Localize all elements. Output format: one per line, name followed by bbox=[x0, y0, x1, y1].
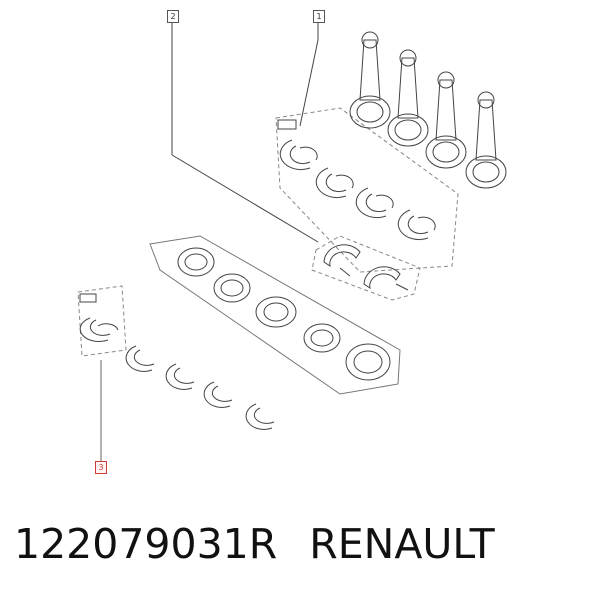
callout-2[interactable]: 2 bbox=[167, 10, 179, 23]
leader-line-2b bbox=[171, 154, 319, 243]
group-box-2 bbox=[311, 235, 421, 301]
crankshaft bbox=[149, 235, 401, 395]
part-caption: 122079031R RENAULT bbox=[14, 514, 495, 574]
callout-3[interactable]: 3 bbox=[95, 461, 107, 474]
part-number: 122079031R bbox=[14, 520, 278, 568]
group-box-3 bbox=[77, 285, 127, 357]
bearing-shells-main bbox=[79, 317, 275, 430]
connecting-rods bbox=[349, 31, 507, 189]
brand-name: RENAULT bbox=[309, 520, 495, 568]
leader-line-1b bbox=[299, 39, 319, 127]
shell-symbol-1 bbox=[277, 119, 297, 130]
parts-diagram: 2 1 3 bbox=[77, 10, 507, 474]
bearing-shells-rod bbox=[279, 139, 436, 240]
callout-1[interactable]: 1 bbox=[313, 10, 325, 23]
diagram-drawing bbox=[77, 22, 507, 462]
shell-symbol-3 bbox=[79, 293, 97, 303]
group-box-1 bbox=[275, 107, 459, 273]
thrust-washers bbox=[323, 244, 409, 291]
